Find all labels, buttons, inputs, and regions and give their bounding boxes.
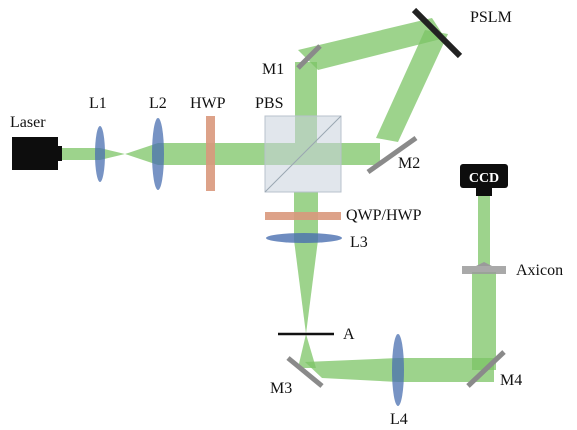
label-hwp: HWP <box>190 95 226 112</box>
label-qwp-hwp: QWP/HWP <box>346 207 422 224</box>
pbs-cube <box>264 115 342 193</box>
mirror-m3 <box>286 356 324 388</box>
beam-laser-to-l1 <box>60 148 100 160</box>
label-m1: M1 <box>262 61 284 78</box>
laser-body <box>12 137 58 170</box>
label-l2: L2 <box>149 95 167 112</box>
label-pbs: PBS <box>255 95 283 112</box>
beam-m4-to-axicon <box>472 272 496 370</box>
label-m3: M3 <box>270 380 292 397</box>
beam-focus-to-l2-cone <box>125 143 158 165</box>
ccd-mount <box>476 188 492 196</box>
beam-l3-to-aperture-cone <box>294 240 318 334</box>
lens-l1 <box>95 126 105 182</box>
label-a: A <box>343 326 355 343</box>
ccd-camera: CCD <box>460 164 508 196</box>
beam-m3-to-l4 <box>305 358 398 382</box>
label-laser: Laser <box>10 114 46 131</box>
axicon-element <box>462 262 506 274</box>
beam-aperture-to-m3-cone <box>298 334 316 368</box>
label-l1: L1 <box>89 95 107 112</box>
label-l3: L3 <box>350 234 368 251</box>
laser-source <box>12 137 62 170</box>
waveplate-qwp-hwp <box>265 212 341 220</box>
waveplate-hwp <box>206 116 215 191</box>
lens-l2 <box>152 118 164 190</box>
label-ccd: CCD <box>469 171 499 186</box>
lens-l3 <box>266 233 342 243</box>
lens-l4 <box>392 334 404 406</box>
pslm-device <box>411 7 463 59</box>
beam-axicon-to-ccd <box>478 190 490 266</box>
beam-m1-to-pslm <box>298 18 445 70</box>
ccd-body <box>460 164 508 188</box>
mirror-m4 <box>466 350 506 388</box>
label-m2: M2 <box>398 155 420 172</box>
label-m4: M4 <box>500 372 522 389</box>
beam-pslm-to-m2 <box>376 30 448 142</box>
laser-aperture <box>56 146 62 161</box>
label-axicon: Axicon <box>516 262 563 279</box>
label-l4: L4 <box>390 411 408 428</box>
beam-l1-focus-cone <box>100 148 125 160</box>
label-pslm: PSLM <box>470 9 512 26</box>
mirror-m1 <box>296 44 322 70</box>
mirror-m2 <box>366 135 418 175</box>
